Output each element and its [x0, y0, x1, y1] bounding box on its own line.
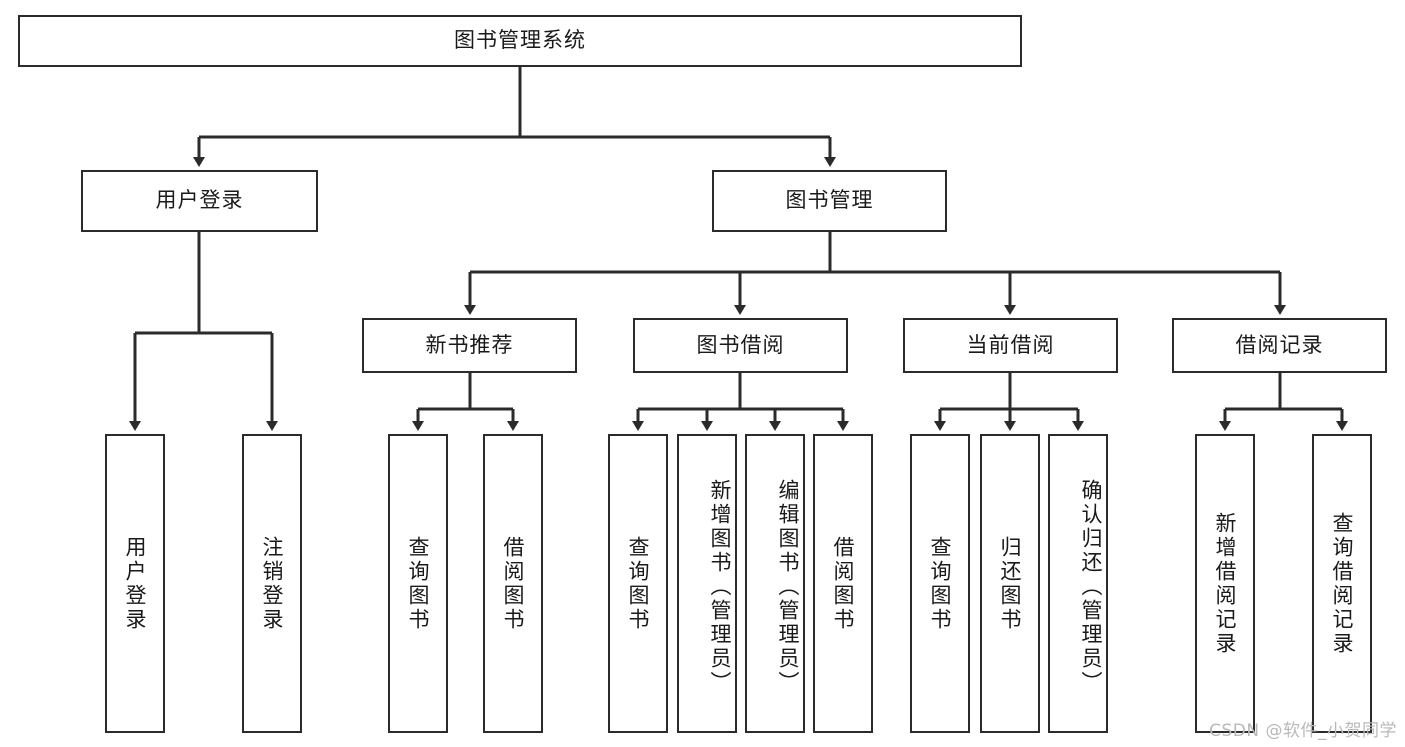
node-borrow-record[interactable]: 借阅记录 — [1172, 318, 1387, 373]
node-leaf-query-book-current[interactable]: 查询图书 — [910, 434, 970, 733]
node-leaf-query-book-current-label: 查询图书 — [928, 535, 952, 632]
node-leaf-user-logout[interactable]: 注销登录 — [242, 434, 302, 733]
node-leaf-edit-book[interactable]: 编辑图书（管理员） — [745, 434, 805, 733]
node-book-borrow[interactable]: 图书借阅 — [633, 318, 848, 373]
node-leaf-query-book-recommend-label: 查询图书 — [406, 535, 430, 632]
node-book-manage[interactable]: 图书管理 — [712, 170, 947, 232]
node-book-borrow-label: 图书借阅 — [696, 332, 785, 357]
node-borrow-record-label: 借阅记录 — [1235, 332, 1324, 357]
node-user-login-label: 用户登录 — [155, 188, 244, 213]
node-leaf-confirm-return-label: 确认归还（管理员） — [1079, 478, 1103, 695]
node-root-label: 图书管理系统 — [454, 28, 586, 53]
node-leaf-query-borrow-record-label: 查询借阅记录 — [1330, 511, 1354, 656]
node-new-book-recommend-label: 新书推荐 — [425, 332, 514, 357]
watermark-text: CSDN @软件_小贺同学 — [1209, 721, 1397, 741]
node-leaf-add-book-label: 新增图书（管理员） — [708, 478, 732, 695]
node-leaf-borrow-book[interactable]: 借阅图书 — [813, 434, 873, 733]
node-leaf-query-book-borrow[interactable]: 查询图书 — [608, 434, 668, 733]
node-leaf-add-borrow-record[interactable]: 新增借阅记录 — [1195, 434, 1255, 733]
node-leaf-add-borrow-record-label: 新增借阅记录 — [1213, 511, 1237, 656]
node-leaf-user-logout-label: 注销登录 — [260, 535, 284, 632]
node-leaf-user-login[interactable]: 用户登录 — [105, 434, 165, 733]
node-leaf-return-book-label: 归还图书 — [998, 535, 1022, 632]
node-current-borrow[interactable]: 当前借阅 — [903, 318, 1118, 373]
node-leaf-add-book[interactable]: 新增图书（管理员） — [677, 434, 737, 733]
node-new-book-recommend[interactable]: 新书推荐 — [362, 318, 577, 373]
node-leaf-user-login-label: 用户登录 — [123, 535, 147, 632]
node-leaf-borrow-book-recommend-label: 借阅图书 — [501, 535, 525, 632]
node-current-borrow-label: 当前借阅 — [966, 332, 1055, 357]
node-leaf-confirm-return[interactable]: 确认归还（管理员） — [1048, 434, 1108, 733]
node-user-login[interactable]: 用户登录 — [81, 170, 318, 232]
node-leaf-query-book-recommend[interactable]: 查询图书 — [388, 434, 448, 733]
node-leaf-query-borrow-record[interactable]: 查询借阅记录 — [1312, 434, 1372, 733]
node-book-manage-label: 图书管理 — [785, 188, 874, 213]
node-root[interactable]: 图书管理系统 — [18, 15, 1022, 67]
node-leaf-borrow-book-label: 借阅图书 — [831, 535, 855, 632]
node-leaf-return-book[interactable]: 归还图书 — [980, 434, 1040, 733]
node-leaf-borrow-book-recommend[interactable]: 借阅图书 — [483, 434, 543, 733]
node-leaf-edit-book-label: 编辑图书（管理员） — [776, 478, 800, 695]
node-leaf-query-book-borrow-label: 查询图书 — [626, 535, 650, 632]
